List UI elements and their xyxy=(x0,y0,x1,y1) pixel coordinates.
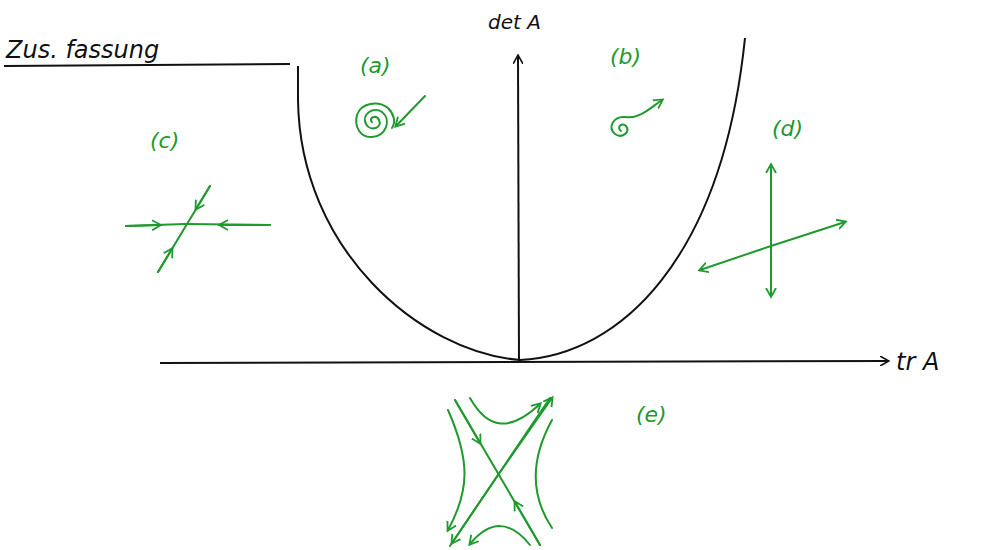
region-label: (d) xyxy=(772,118,803,140)
region-label: (b) xyxy=(610,46,641,68)
title: Zus. fassung xyxy=(6,38,159,62)
region-label: (e) xyxy=(636,404,667,426)
region-label: (a) xyxy=(360,55,391,77)
axis-label: tr A xyxy=(896,350,939,374)
axis-label: det A xyxy=(488,12,541,32)
region-label: (c) xyxy=(150,130,179,152)
